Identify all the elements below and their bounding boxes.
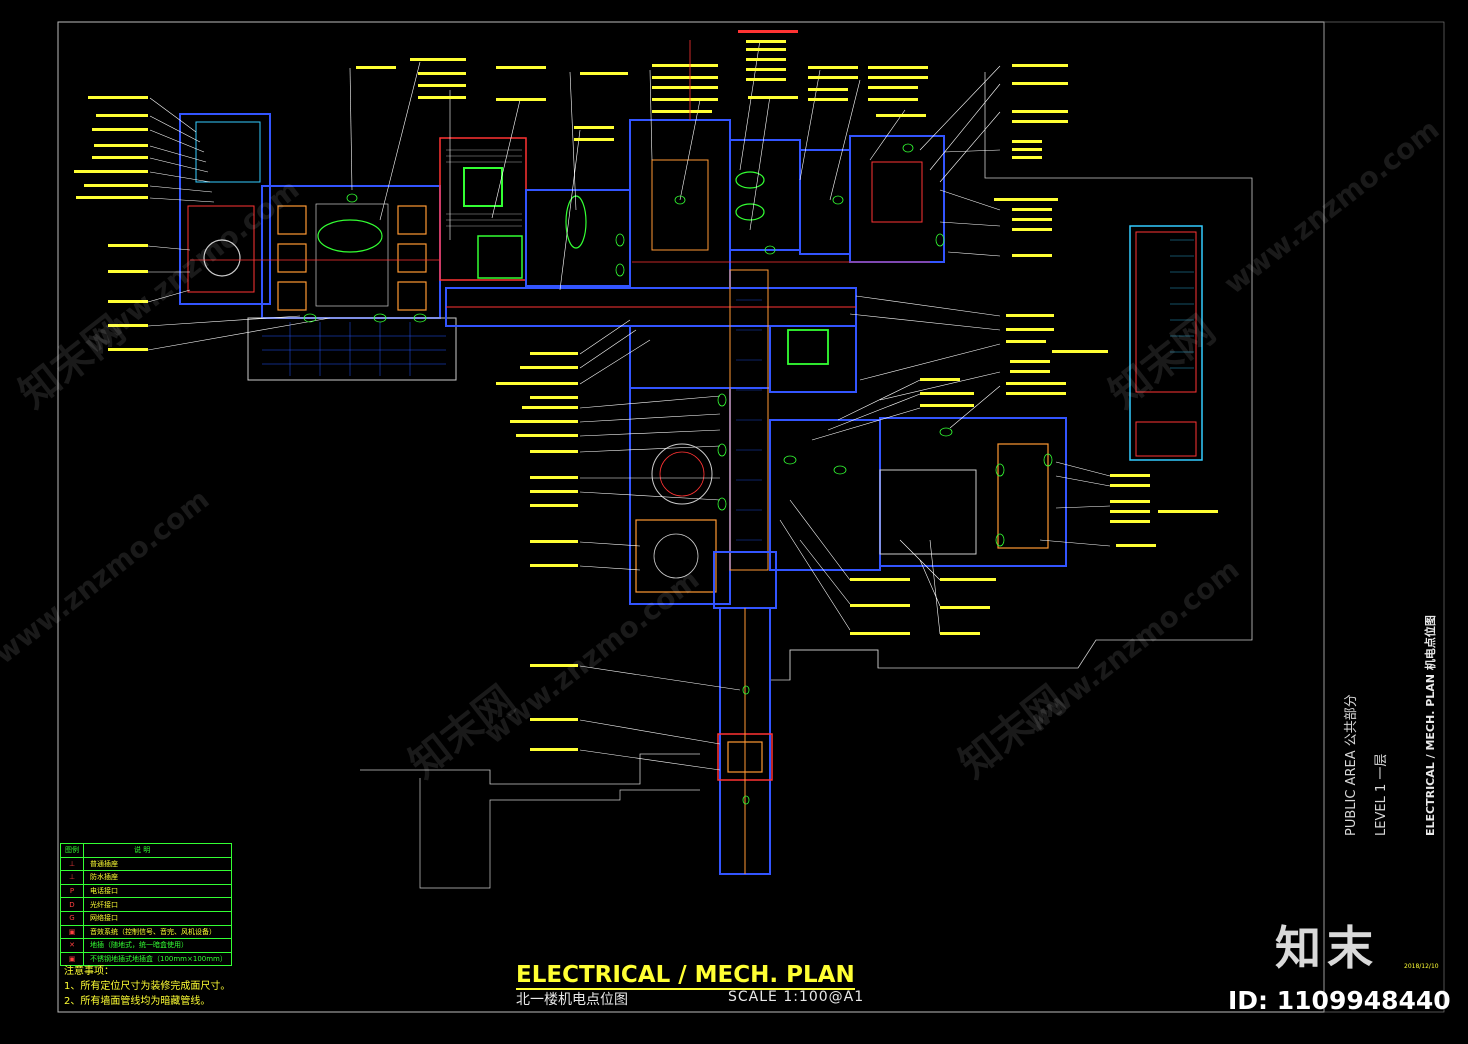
legend-item: D 光纤接口 [61,897,231,911]
watermark-id: ID: 1109948440 [1228,986,1451,1015]
mech-points [303,143,1053,805]
title-block-sheet: ELECTRICAL / MECH. PLAN 机电点位图 [1424,615,1437,836]
south-landscape-2 [419,778,700,889]
drawing-scale: SCALE 1:100@A1 [728,989,865,1005]
phone-jack-icon: P [61,884,84,898]
south-gallery [713,551,777,875]
hall-furniture [203,203,427,311]
legend-header-symbol: 图例 [61,844,84,857]
annotation-labels [74,30,1218,751]
floor-socket-icon: ✕ [61,939,84,952]
note-line: 1、所有定位尺寸为装修完成面尺寸。 [64,981,231,992]
legend-item-label: 音效系统（控制信号、音完、风机设备） [90,927,216,936]
stair-lines [446,149,522,227]
legend-item-label: 网络接口 [90,914,118,923]
legend-item-label: 防水插座 [90,873,118,882]
network-jack-icon: G [61,911,84,925]
waterproof-outlet-icon: ⊥ [61,871,84,884]
outlet-icon: ⊥ [61,857,84,871]
legend-item: ⊥ 防水插座 [61,870,231,884]
legend-item: ▣ 不锈钢地插式地插盒（100mm×100mm） [61,951,231,966]
drawing-subtitle: 北一楼机电点位图 [516,992,628,1008]
title-block-area: PUBLIC AREA 公共部分 [1344,694,1359,836]
note-line: 2、所有墙面管线均为暗藏管线。 [64,996,211,1007]
watermark-logo: 知末 [1275,921,1379,975]
spine-grid [736,299,762,541]
legend-item-label: 不锈钢地插式地插盒（100mm×100mm） [90,955,227,964]
legend-table: 图例 说 明 ⊥ 普通插座 ⊥ 防水插座 P 电话接口 D 光纤接口 G 网络接口 ▣ 音效… [60,843,232,967]
title-block-level: LEVEL 1 一层 [1374,753,1389,836]
steel-floor-box-icon: ▣ [61,952,84,966]
legend-item-label: 地插（随地式，统一暗盒使用） [90,941,188,950]
east-stair-lines [1170,239,1194,369]
notes-heading: 注意事项： [64,966,114,977]
legend-item: ✕ 地插（随地式，统一暗盒使用） [61,938,231,952]
legend-item-label: 光纤接口 [90,900,118,909]
legend-header: 图例 说 明 [61,844,231,857]
title-block-date: 2018/12/10 [1404,963,1439,970]
east-boundary [789,649,879,680]
legend-item-label: 电话接口 [90,887,118,896]
main-corridor [445,287,857,327]
legend-item-label: 普通插座 [90,859,118,868]
notes: 注意事项： 1、所有定位尺寸为装修完成面尺寸。 2、所有墙面管线均为暗藏管线。 [64,964,230,1009]
legend-item: ▣ 音效系统（控制信号、音完、风机设备） [61,924,231,939]
red-circuit [190,40,930,263]
annotation-leaders [147,39,1111,771]
legend-item: G 网络接口 [61,910,231,925]
center-north [439,137,631,287]
left-wing-grid [262,322,446,376]
legend-item: P 电话接口 [61,883,231,898]
sheet-border [57,21,1325,1013]
audio-system-icon: ▣ [61,925,84,939]
south-landscape [360,753,700,785]
north-suites [629,119,945,289]
drawing-title: ELECTRICAL / MECH. PLAN [516,962,855,990]
central-spine [629,269,857,605]
legend-item: ⊥ 普通插座 [61,856,231,871]
title-block [1323,21,1445,1013]
fiber-jack-icon: D [61,898,84,911]
east-wing [769,225,1203,571]
legend-header-desc: 说 明 [134,846,151,855]
